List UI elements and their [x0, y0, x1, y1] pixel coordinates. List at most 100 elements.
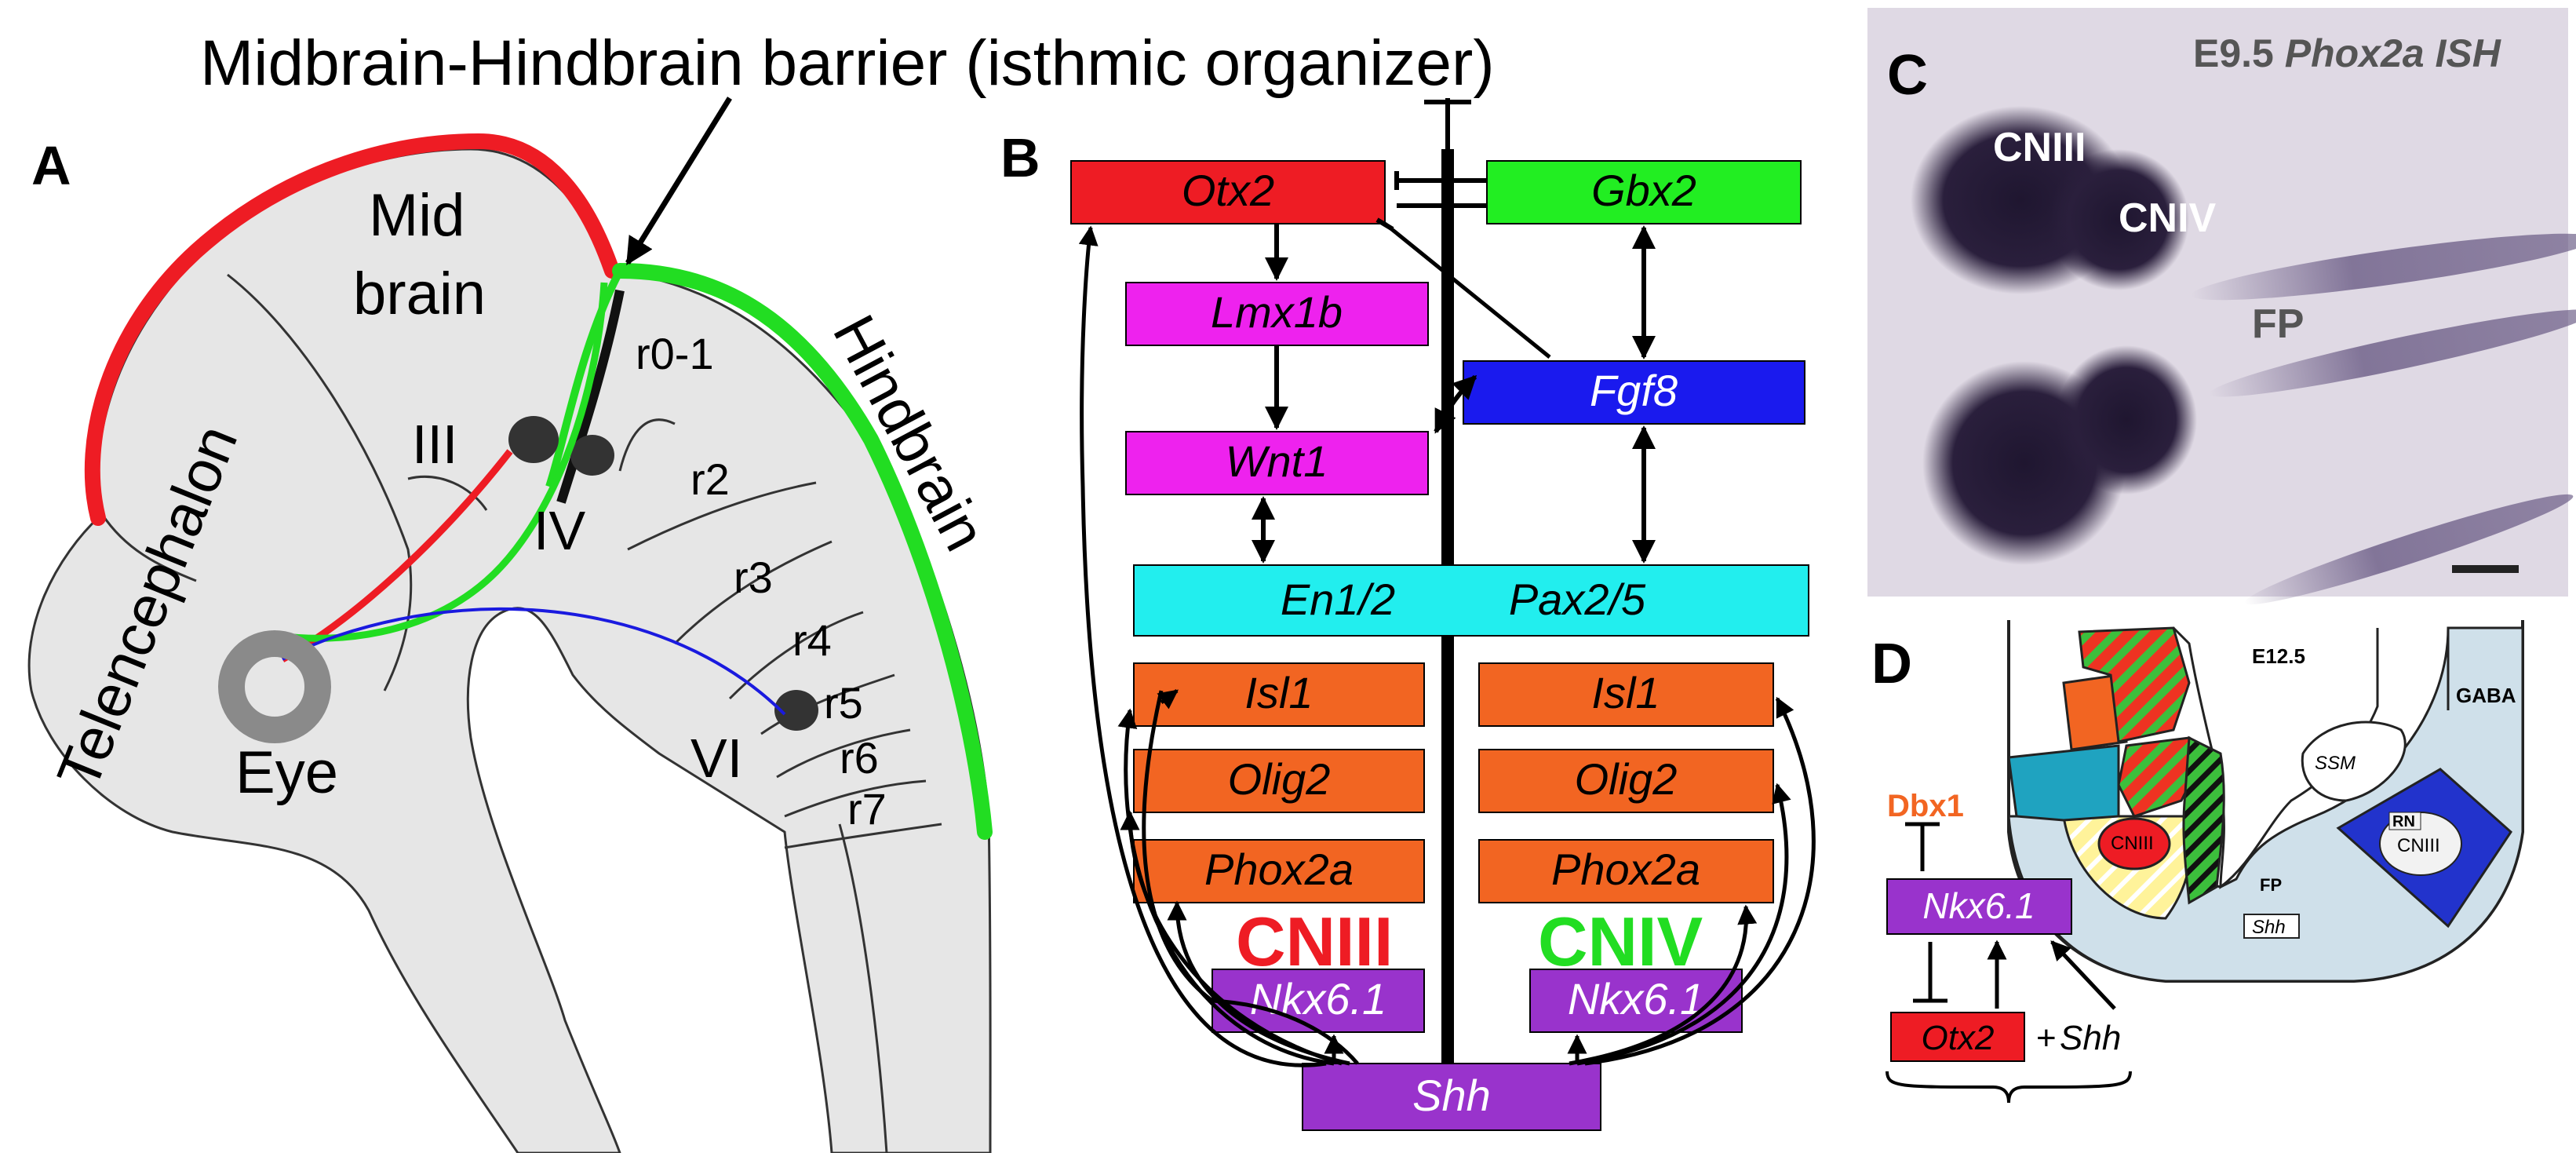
- tel-lower-boundary: [100, 513, 197, 582]
- gene-otx2-label: Otx2: [1182, 166, 1274, 215]
- cniii-left-nucleus: [2097, 817, 2171, 870]
- panel-d-letter: D: [1871, 633, 1912, 695]
- panel-d-stage: E12.5: [2252, 644, 2305, 668]
- nucleus-vi-label: VI: [690, 728, 742, 789]
- arrow-shh-nkx61-left-stub: [1211, 998, 1359, 1065]
- plus-sign: +: [2036, 1019, 2057, 1057]
- nucleus-iv-dot: [570, 435, 614, 476]
- gene-olig2-left-label: Olig2: [1228, 754, 1331, 804]
- isthmus-line: [556, 289, 625, 504]
- arrow-nkx61-isl1-left-path: [1142, 690, 1214, 1003]
- midbrain-label-line1: Mid: [369, 182, 465, 249]
- embryo-brain-outline: [27, 148, 992, 1153]
- gene-box-phox2a-left: [1133, 839, 1425, 903]
- nerve-cnvi: [282, 608, 786, 716]
- gene-box-isl1-left: [1133, 662, 1425, 727]
- gene-phox2a-right-label: Phox2a: [1551, 845, 1700, 894]
- fp-label: FP: [2260, 875, 2282, 895]
- gene-olig2-right-label: Olig2: [1575, 754, 1678, 804]
- ish-blob-cniv-top: [2048, 149, 2189, 290]
- rn-label-box: [2388, 812, 2421, 830]
- r2-r3-boundary: [673, 540, 833, 645]
- panel-c-title-prefix: E9.5: [2193, 31, 2285, 75]
- r3-r4-boundary: [728, 611, 864, 700]
- shh-d-label: Shh: [2060, 1019, 2121, 1057]
- nucleus-iv-label: IV: [534, 500, 585, 561]
- nucleus-iii-dot: [508, 416, 559, 463]
- panel-c-letter: C: [1887, 44, 1928, 107]
- ish-streak-2: [2209, 309, 2576, 397]
- cniii-left-label: CNIII: [2111, 833, 2154, 854]
- gene-isl1-left-label: Isl1: [1244, 668, 1313, 717]
- gene-box-otx2: [1070, 160, 1386, 224]
- arrow-wnt1-fgf8: [1434, 374, 1477, 434]
- gene-nkx61-right-label: Nkx6.1: [1568, 974, 1704, 1023]
- gene-wnt1-label: Wnt1: [1226, 436, 1328, 486]
- midbrain-dorsal-boundary: [84, 133, 620, 526]
- panel-d: D E12.5 GABA SSM RN CNIII CNIII: [1871, 620, 2524, 1104]
- fgf8-to-otx2-line: [1383, 222, 1551, 359]
- arrow-shh-otx2: [1078, 225, 1327, 1067]
- rhombomere-r6: r6: [840, 733, 879, 783]
- r0-r2-boundary: [627, 481, 817, 551]
- rhombomere-r3: r3: [734, 553, 773, 602]
- rhombomere-r2: r2: [690, 454, 730, 504]
- panel-c-cniii: CNIII: [1993, 125, 2086, 170]
- gene-lmx1b-label: Lmx1b: [1211, 287, 1343, 337]
- midbrain-ventral-line: [407, 475, 488, 511]
- eye-ring: [218, 630, 331, 743]
- ish-scale-bar: [2452, 565, 2519, 573]
- red-green-hatched-domain: [2078, 626, 2191, 743]
- ssm-label: SSM: [2315, 753, 2356, 774]
- gene-pax25-label: Pax2/5: [1509, 575, 1646, 624]
- gene-gbx2-label: Gbx2: [1591, 166, 1696, 215]
- shh-box-d-label: Shh: [2252, 917, 2286, 938]
- arrow-shh-olig2-right: [1576, 783, 1791, 1066]
- ish-blob-cniv-bottom: [2056, 345, 2197, 494]
- title-pointer-arrow: [625, 97, 732, 265]
- panel-b: B Otx2 Gbx2 Lmx1b Fgf8 Wnt1 En1/2 Pax2/5: [1000, 98, 1816, 1131]
- gene-phox2a-left-label: Phox2a: [1204, 845, 1354, 894]
- rhombomere-r7: r7: [847, 784, 887, 834]
- nerve-cniv: [278, 282, 608, 642]
- otx2-box-d-label: Otx2: [1922, 1019, 1995, 1057]
- nucleus-iii-label: III: [412, 414, 457, 475]
- ish-streak-1: [2191, 233, 2576, 301]
- teal-domain: [2007, 744, 2120, 822]
- hindbrain-inner-wall: [838, 823, 888, 1153]
- gene-box-gbx2: [1486, 160, 1802, 224]
- gene-nkx61-left-label: Nkx6.1: [1250, 974, 1386, 1023]
- figure-title: Midbrain-Hindbrain barrier (isthmic orga…: [200, 27, 1495, 99]
- gene-box-nkx61-right: [1529, 969, 1743, 1033]
- panel-c-title: E9.5 Phox2a ISH: [2193, 31, 2501, 75]
- underbrace: [1886, 1071, 2132, 1104]
- gene-box-phox2a-right: [1478, 839, 1774, 903]
- nucleus-vi-dot: [774, 690, 818, 731]
- r4-r5-boundary: [760, 673, 895, 735]
- gene-shh-label: Shh: [1412, 1071, 1491, 1120]
- eye-label: Eye: [235, 739, 338, 806]
- r7-lower-boundary: [784, 823, 942, 849]
- fgf8-otx2-tee: [1375, 217, 1394, 232]
- cniv-label: CNIV: [1538, 903, 1703, 980]
- rhombomere-r5: r5: [824, 678, 863, 728]
- gene-box-wnt1: [1125, 431, 1429, 495]
- midbrain-label-line2: brain: [353, 261, 486, 327]
- r6-r7-boundary: [784, 779, 927, 818]
- gene-box-en-pax: [1133, 564, 1809, 637]
- rn-label: RN: [2392, 813, 2415, 830]
- ish-streak-3: [2244, 494, 2574, 605]
- gaba-label: GABA: [2456, 684, 2516, 707]
- panel-a: A: [27, 133, 999, 1153]
- green-hatched-domain: [2182, 735, 2225, 905]
- panel-c-fp: FP: [2252, 301, 2304, 347]
- gene-en12-label: En1/2: [1281, 575, 1395, 624]
- arrow-shh-nkx61-d: [2050, 940, 2116, 1010]
- hindbrain-dorsal-boundary: [612, 263, 993, 840]
- gene-box-shh: [1302, 1063, 1601, 1131]
- arrow-nkx61-isl1-left: [1157, 689, 1179, 710]
- ssm-region: [2301, 721, 2407, 802]
- shh-box-d: [2243, 914, 2300, 939]
